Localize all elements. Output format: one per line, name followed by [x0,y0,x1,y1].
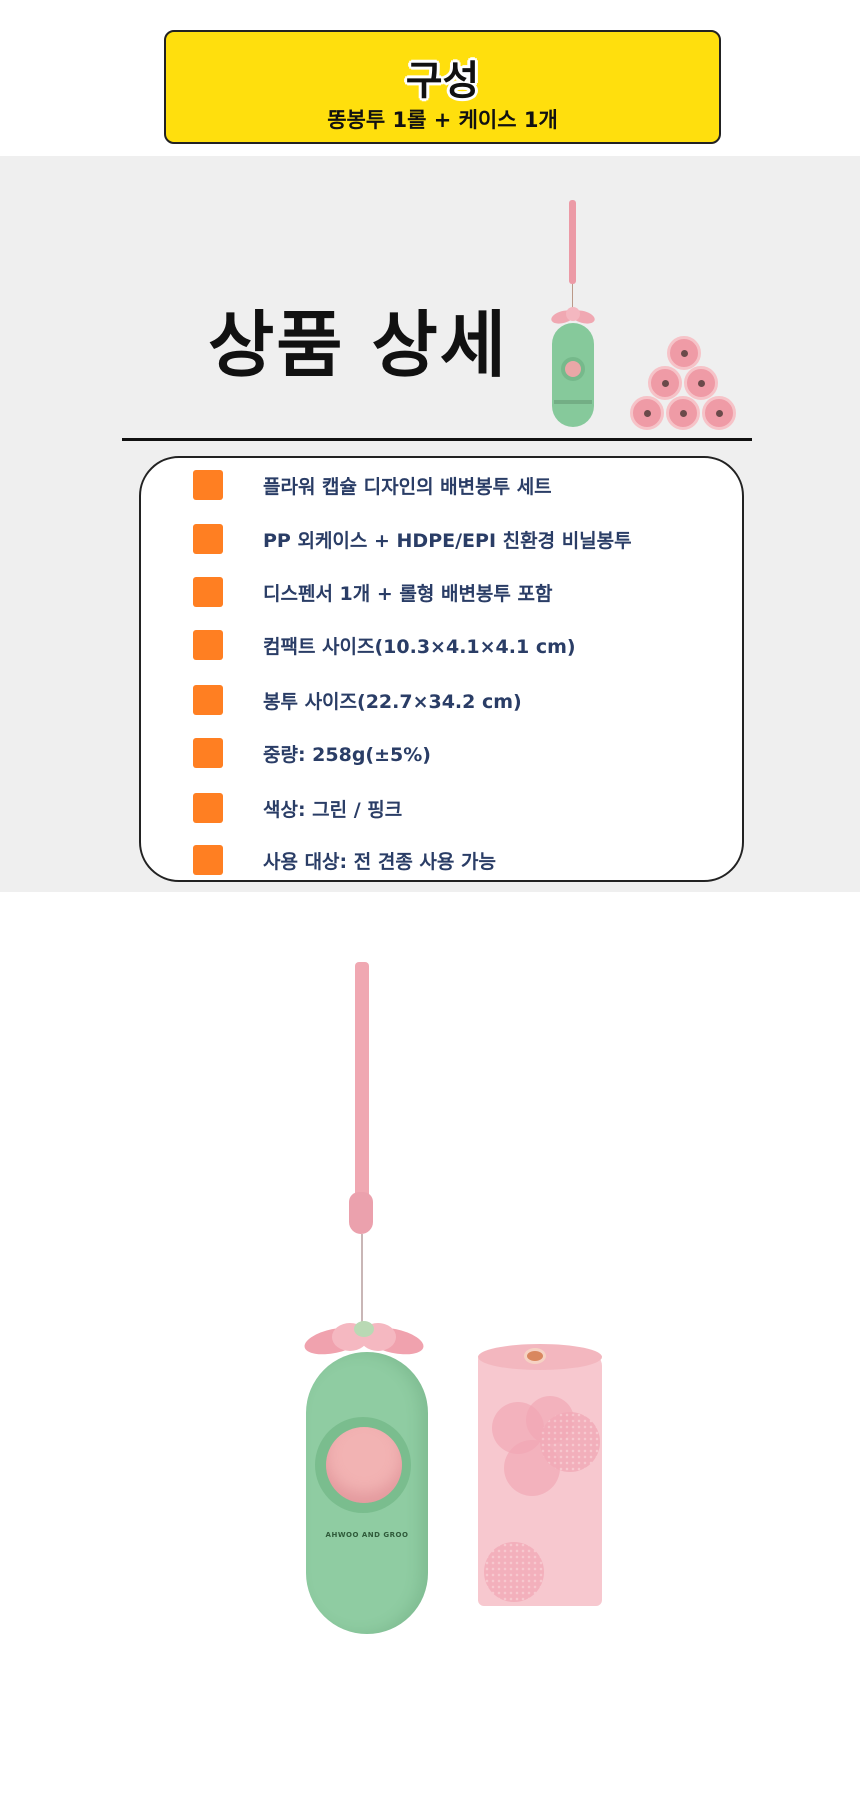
divider [122,438,752,441]
dotted-flower-pattern [540,1412,600,1472]
bag-roll-core-image [524,1348,546,1364]
feature-item: 컴팩트 사이즈(10.3×4.1×4.1 cm) [193,630,713,662]
bullet-square-icon [193,470,223,500]
bullet-square-icon [193,685,223,715]
detail-title: 상품 상세 [208,303,509,387]
dotted-flower-pattern [484,1542,544,1602]
feature-text: 컴팩트 사이즈(10.3×4.1×4.1 cm) [263,636,576,658]
roll-image [648,366,682,400]
dispenser-window-image [326,1427,402,1503]
feature-item: PP 외케이스 + HDPE/EPI 친환경 비닐봉투 [193,524,713,556]
roll-image [667,336,701,370]
feature-text: 색상: 그린 / 핑크 [263,799,403,821]
feature-text: PP 외케이스 + HDPE/EPI 친환경 비닐봉투 [263,530,632,552]
lanyard-strap-image [355,962,369,1202]
feature-item: 플라워 캡슐 디자인의 배변봉투 세트 [193,470,713,502]
lanyard-string-image [361,1234,363,1330]
bullet-square-icon [193,630,223,660]
feature-text: 중량: 258g(±5%) [263,744,431,766]
feature-item: 사용 대상: 전 견종 사용 가능 [193,845,713,877]
roll-image [702,396,736,430]
bullet-square-icon [193,577,223,607]
mini-brand-mark [554,400,592,404]
feature-item: 봉투 사이즈(22.7×34.2 cm) [193,685,713,717]
product-photo: AHWOO AND GROO [0,892,860,1800]
lanyard-clip-image [349,1192,373,1234]
composition-title: 구성 [405,58,480,104]
feature-text: 플라워 캡슐 디자인의 배변봉투 세트 [263,476,552,498]
composition-subtitle: 똥봉투 1롤 + 케이스 1개 [327,108,558,132]
roll-image [630,396,664,430]
flower-cap-image [304,1321,424,1355]
mini-leaves-image [551,307,595,324]
product-detail-section: 상품 상세 플라워 캡슐 디자인의 배변봉투 세트 PP 외케이스 + HDPE… [0,156,860,892]
roll-image [684,366,718,400]
feature-text: 사용 대상: 전 견종 사용 가능 [263,851,496,873]
roll-image [666,396,700,430]
feature-text: 디스펜서 1개 + 롤형 배변봉투 포함 [263,583,553,605]
composition-box: 구성 똥봉투 1롤 + 케이스 1개 [164,30,721,144]
feature-list: 플라워 캡슐 디자인의 배변봉투 세트 PP 외케이스 + HDPE/EPI 친… [139,456,744,882]
feature-item: 색상: 그린 / 핑크 [193,793,713,825]
bag-rolls-image [630,336,738,436]
feature-text: 봉투 사이즈(22.7×34.2 cm) [263,691,522,713]
brand-label: AHWOO AND GROO [325,1531,409,1539]
bullet-square-icon [193,845,223,875]
feature-item: 중량: 258g(±5%) [193,738,713,770]
bullet-square-icon [193,793,223,823]
mini-string-image [572,284,573,314]
mini-dispenser-window [561,357,585,381]
mini-strap-image [569,200,576,284]
bag-roll-image [478,1352,602,1606]
bullet-square-icon [193,524,223,554]
feature-item: 디스펜서 1개 + 롤형 배변봉투 포함 [193,577,713,609]
bullet-square-icon [193,738,223,768]
